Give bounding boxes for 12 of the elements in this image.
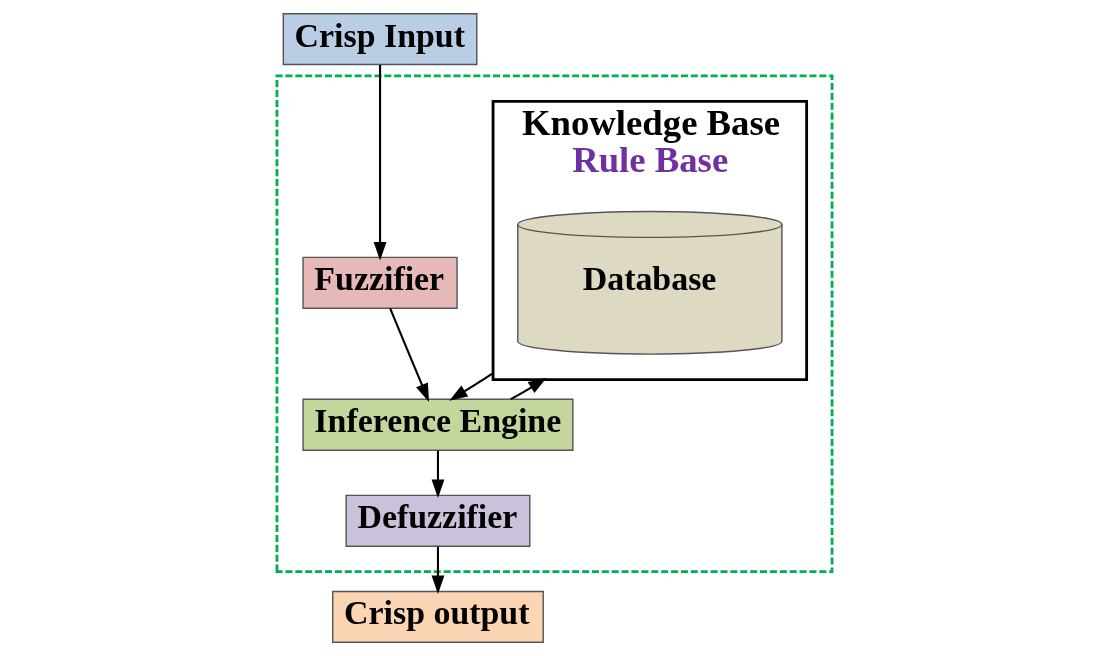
node-box: Crisp Input <box>282 13 478 66</box>
arrow <box>431 546 445 594</box>
arrow <box>510 377 547 401</box>
node-box: Crisp output <box>332 590 544 643</box>
node-box: Defuzzifier <box>345 494 531 547</box>
node-box: Fuzzifier <box>302 256 458 309</box>
cluster <box>275 74 834 574</box>
arrow <box>431 450 445 498</box>
node-box: Inference Engine <box>302 398 574 451</box>
arrow <box>373 65 387 261</box>
arrow <box>389 308 430 402</box>
arrow <box>449 372 494 401</box>
